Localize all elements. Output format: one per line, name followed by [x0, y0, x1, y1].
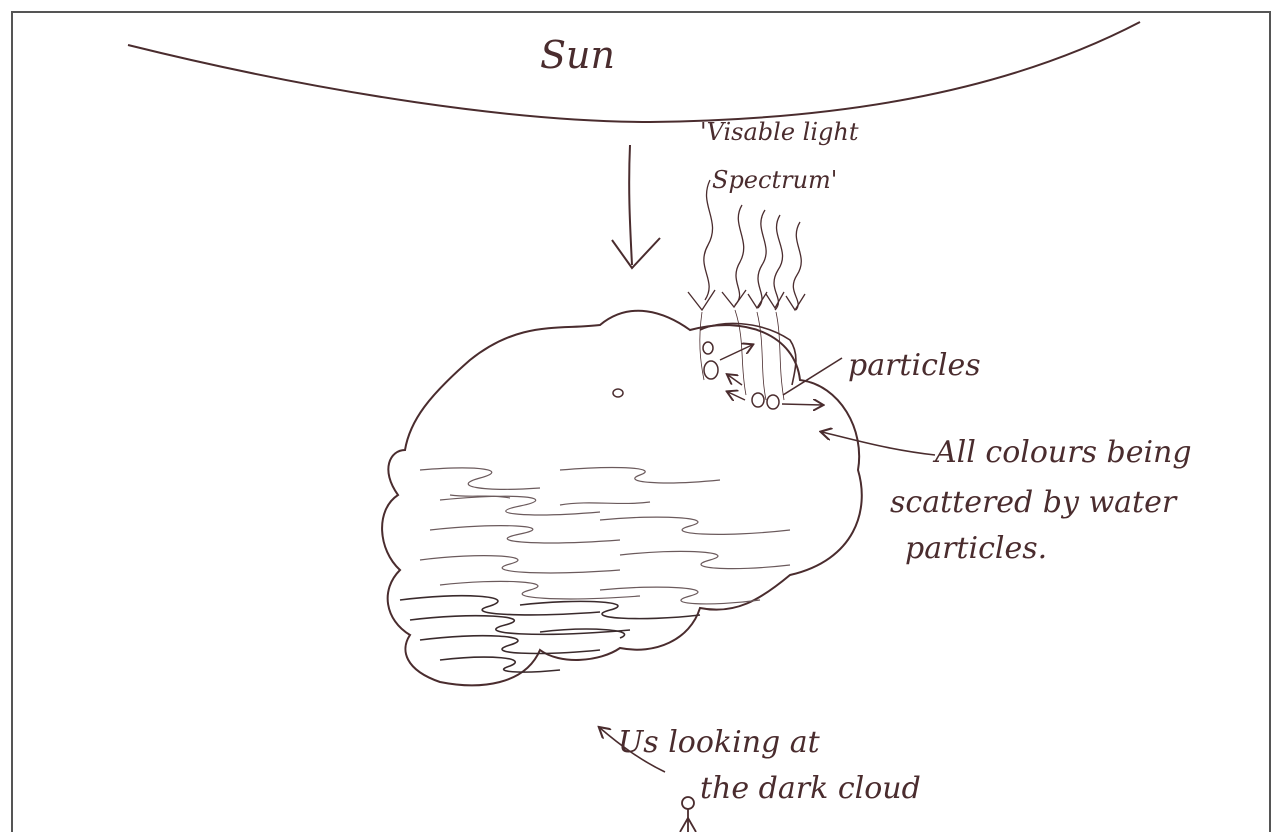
stick-figure-person: [680, 797, 696, 832]
scatter-label-line2: scattered by water: [890, 485, 1178, 520]
scatter-label-line1: All colours being: [932, 435, 1192, 470]
sunlight-arrow: [612, 145, 660, 268]
particles-label: particles: [848, 348, 981, 383]
light-rays: [688, 180, 805, 400]
sun-arc: [128, 22, 1140, 122]
observer-label-line1: Us looking at: [618, 725, 821, 760]
observer-label-line2: the dark cloud: [700, 771, 921, 806]
cloud-dark-shading: [400, 596, 700, 672]
frame-border: [12, 12, 1270, 832]
sun-label: Sun: [540, 33, 615, 77]
particles-pointer-line: [783, 358, 842, 395]
scatter-pointer-arrow: [822, 432, 935, 455]
cloud-outline: [382, 311, 862, 686]
scatter-label-line3: particles.: [905, 531, 1047, 566]
water-particles: [703, 342, 822, 409]
cloud-small-dot: [613, 389, 623, 397]
cloud-shading: [420, 468, 790, 604]
spectrum-label-line2: Spectrum': [712, 166, 837, 194]
spectrum-label-line1: 'Visable light: [700, 118, 859, 146]
